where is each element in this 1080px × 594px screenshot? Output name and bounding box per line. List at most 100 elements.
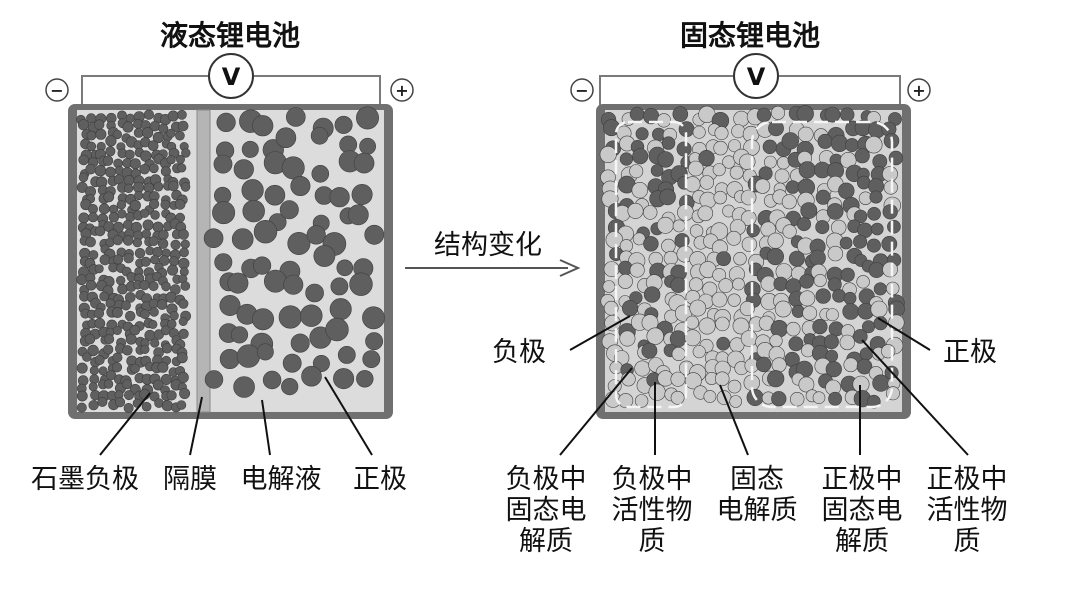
solid-particle [768,120,784,137]
solid-particle [685,315,700,330]
solid-particle [713,190,727,205]
graphite-particle [158,229,169,240]
label-line: 固态电 [822,495,903,526]
graphite-particle [152,379,164,391]
solid-particle [643,286,661,303]
solid-battery: 固态锂电池 V − + [492,19,1008,557]
cathode-particle [281,156,305,180]
graphite-particle [132,238,142,248]
graphite-particle [112,235,123,246]
graphite-particle [149,198,160,210]
solid-particle [827,245,844,262]
solid-particle [729,165,744,180]
cathode-particle [263,269,287,293]
graphite-particle [149,307,159,317]
solid-battery-title: 固态锂电池 [680,19,820,52]
solid-particle [882,261,898,278]
graphite-particle [168,180,179,192]
graphite-particle [98,203,110,215]
graphite-particle [148,236,159,247]
graphite-particle [125,333,137,345]
graphite-particle [129,199,141,212]
graphite-particle [122,345,133,356]
cathode-particle [290,333,310,353]
solid-particle [672,106,689,122]
solid-particle [661,136,676,150]
graphite-particle [161,400,173,412]
solid-particle [657,216,674,234]
cathode-particle [262,370,282,390]
cathode-particle [290,176,311,197]
liquid-negative-symbol: − [50,81,63,100]
label-line: 固态 [730,464,784,495]
graphite-particle [112,129,123,140]
graphite-particle [179,387,191,399]
solid-particle [802,305,818,321]
graphite-particle [86,130,97,141]
label-line: 活性物 [927,495,1008,526]
solid-particle [689,224,704,238]
label-line: 解质 [519,526,573,557]
graphite-particle [87,344,99,357]
graphite-particle [139,164,150,175]
graphite-particle [116,200,127,210]
graphite-particle [176,400,187,410]
graphite-particle [85,163,96,175]
graphite-particle [112,221,124,233]
solid-particle [856,358,873,375]
graphite-particle [111,362,123,373]
label-liquid-cathode: 正极 [353,464,407,495]
graphite-particle [78,154,89,166]
graphite-particle [94,165,107,177]
cathode-particle [281,378,299,396]
solid-particle [843,357,859,373]
graphite-particle [157,238,169,249]
label-cathode-solid-electrolyte: 正极中 固态电 解质 [822,464,903,557]
graphite-particle [143,109,154,120]
label-line: 解质 [835,526,889,557]
label-line: 质 [954,526,981,557]
solid-particle [832,288,846,303]
graphite-particle [94,354,105,365]
solid-particle [670,390,685,405]
solid-particle [812,391,826,405]
solid-particle [809,249,826,267]
solid-particle [629,164,644,179]
graphite-particle [94,264,104,274]
solid-particle [656,113,672,128]
solid-leader-lines [559,315,969,456]
graphite-particle [124,310,136,322]
graphite-particle [124,390,135,401]
solid-negative-terminal: − [570,78,594,102]
solid-particle [840,267,855,282]
liquid-battery: 液态锂电池 V − + 石墨负极 隔膜 [31,19,414,495]
solid-particle [648,383,666,401]
cathode-particle [330,277,349,296]
solid-particle [716,336,731,351]
graphite-particle [153,181,164,192]
cathode-region-outline [750,120,894,409]
cathode-particle [252,115,274,137]
label-electrolyte: 电解液 [241,464,322,495]
solid-particle [854,148,870,164]
cathode-particle [216,112,236,132]
solid-particle [839,334,855,351]
graphite-particle [76,362,88,374]
solid-particle [657,151,674,168]
graphite-particle [140,208,150,218]
solid-particle [733,252,747,266]
label-line: 正极中 [822,464,903,495]
solid-particle [770,320,788,338]
graphite-particle [89,365,99,376]
graphite-particle [130,363,140,374]
graphite-particle [76,402,87,413]
cathode-particle [353,152,375,174]
liquid-negative-terminal: − [45,78,69,102]
graphite-particle [120,300,131,311]
solid-particle [619,330,636,347]
solid-particle [697,205,714,222]
cathode-particle [275,127,297,148]
graphite-particle [180,239,190,249]
solid-particle [825,308,839,322]
